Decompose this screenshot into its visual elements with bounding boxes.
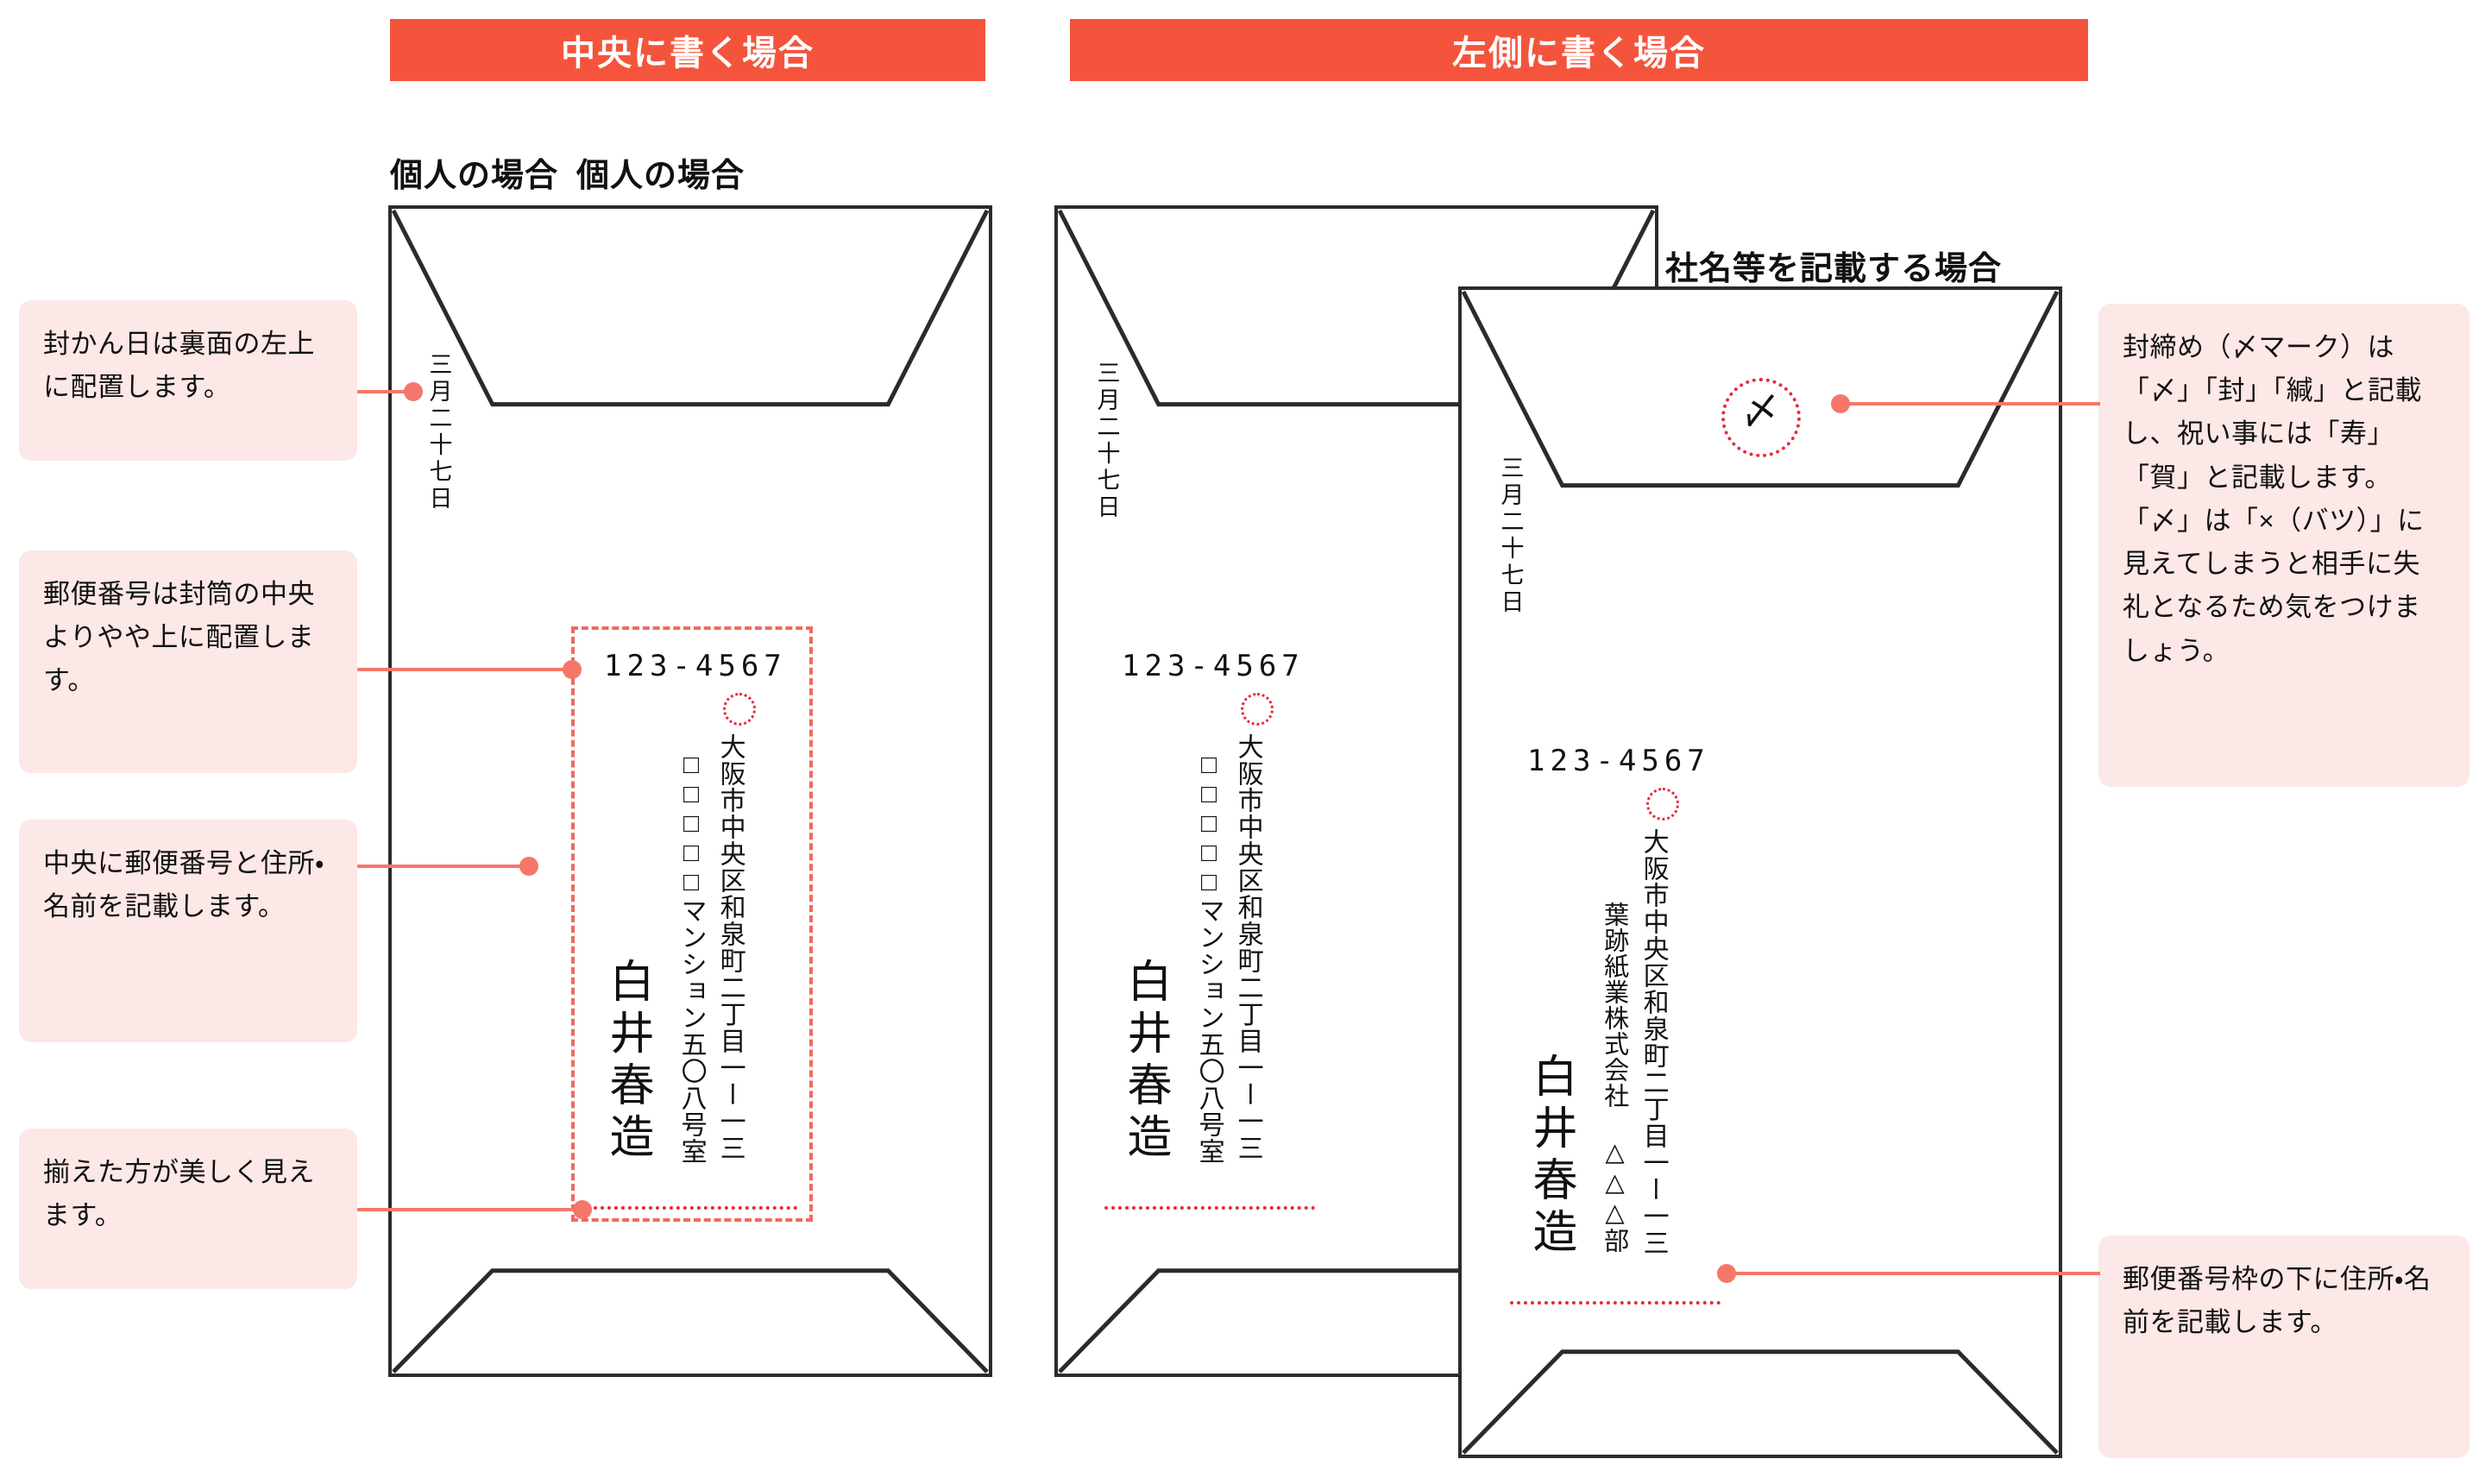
leader-align: [357, 1208, 583, 1211]
envelope-2-zip: 123-4567: [1122, 649, 1305, 683]
note-seal-date-text: 封かん日は裏面の左上に配置します。: [43, 329, 315, 403]
banner-left-label: 左側に書く場合: [1452, 35, 1706, 72]
note-zip-pos: 郵便番号は封筒の中央よりやや上に配置します。: [19, 550, 357, 773]
leader-zip-pos: [357, 668, 573, 671]
envelope-1-center-guide: [571, 626, 813, 1222]
envelope-1-address-line1: 大阪市中央区和泉町二丁目一ー一三: [715, 733, 745, 1161]
leader-dot-seal-mark: [1831, 394, 1850, 413]
note-align-text: 揃えた方が美しく見えます。: [43, 1157, 315, 1231]
envelope-1-address-line2: □□□□□マンション五〇八号室: [676, 751, 706, 1165]
envelope-2-start-circle: [1241, 693, 1274, 726]
leader-dot-zip-pos: [563, 660, 582, 679]
leader-dot-center-write: [519, 857, 538, 876]
leader-seal-date: [357, 390, 414, 393]
envelope-3-start-circle: [1646, 788, 1679, 821]
envelope-3-date: 三月二十七日: [1497, 456, 1524, 616]
envelope-1-baseline-guide: [587, 1206, 797, 1210]
leader-seal-mark: [1840, 402, 2100, 406]
note-align: 揃えた方が美しく見えます。: [19, 1129, 357, 1289]
envelope-1: [388, 205, 992, 1377]
envelope-2-date: 三月二十七日: [1093, 361, 1120, 521]
note-under-zip-text: 郵便番号枠の下に住所・名前を記載します。: [2123, 1264, 2432, 1338]
note-center-write-text: 中央に郵便番号と住所・名前を記載します。: [43, 848, 325, 922]
envelope-3-address-line1: 大阪市中央区和泉町二丁目一ー一三: [1639, 828, 1668, 1256]
note-seal-mark-text: 封締め（〆マーク）は「〆」「封」「緘」と記載し、祝い事には「寿」「賀」と記載しま…: [2123, 332, 2425, 666]
envelope-3-seal-circle: [1721, 378, 1801, 457]
envelope-2-baseline-guide: [1104, 1206, 1315, 1210]
envelope-1-date: 三月二十七日: [425, 352, 452, 512]
envelope-1-start-circle: [723, 693, 756, 726]
envelope-3-zip: 123-4567: [1527, 744, 1710, 778]
leader-center-write: [357, 865, 530, 868]
envelope-3: [1458, 286, 2062, 1458]
banner-center: 中央に書く場合: [390, 19, 985, 81]
envelope-3-name: 白井春造: [1526, 1053, 1576, 1260]
envelope-1-zip: 123-4567: [604, 649, 787, 683]
envelope-3-title: 社名等を記載する場合: [1665, 251, 2003, 287]
note-seal-mark: 封締め（〆マーク）は「〆」「封」「緘」と記載し、祝い事には「寿」「賀」と記載しま…: [2098, 304, 2469, 787]
note-under-zip: 郵便番号枠の下に住所・名前を記載します。: [2098, 1236, 2469, 1458]
envelope-2-address-line1: 大阪市中央区和泉町二丁目一ー一三: [1233, 733, 1262, 1161]
leader-dot-seal-date: [404, 382, 423, 401]
envelope-1-title: 個人の場合: [390, 158, 559, 194]
envelope-1-name: 白井春造: [602, 958, 652, 1165]
banner-center-label: 中央に書く場合: [561, 35, 815, 72]
banner-left: 左側に書く場合: [1070, 19, 2088, 81]
envelope-3-baseline-guide: [1510, 1301, 1721, 1305]
note-center-write: 中央に郵便番号と住所・名前を記載します。: [19, 820, 357, 1042]
note-zip-pos-text: 郵便番号は封筒の中央よりやや上に配置します。: [43, 579, 315, 696]
envelope-1-folds: [391, 209, 990, 1374]
envelope-2-title: 個人の場合: [576, 158, 746, 194]
leader-under-zip: [1726, 1272, 2100, 1275]
leader-dot-under-zip: [1717, 1264, 1736, 1283]
note-seal-date: 封かん日は裏面の左上に配置します。: [19, 300, 357, 461]
envelope-3-company-line: 葉跡紙業株式会社 △△△部: [1600, 902, 1628, 1254]
envelope-2-name: 白井春造: [1120, 958, 1170, 1165]
leader-dot-align: [573, 1200, 592, 1219]
envelope-3-folds: [1461, 290, 2060, 1455]
envelope-3-seal-mark: 〆: [1741, 390, 1779, 432]
envelope-2-address-line2: □□□□□マンション五〇八号室: [1194, 751, 1224, 1165]
